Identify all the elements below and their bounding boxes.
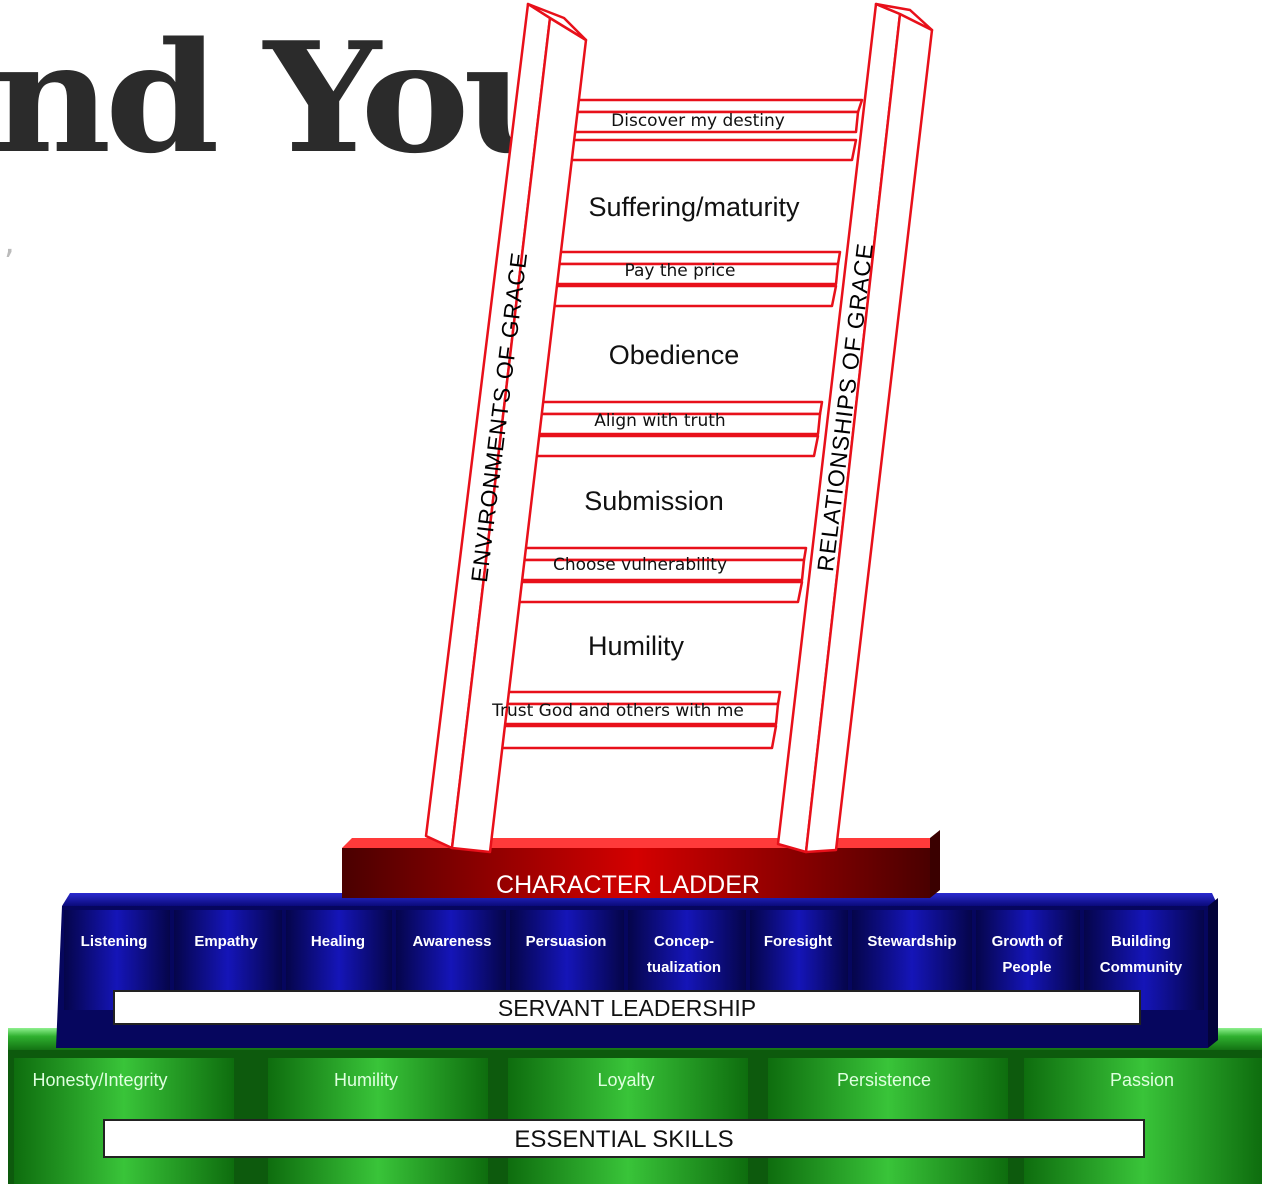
rung-discover-my-destiny: Discover my destiny (611, 111, 785, 131)
skill-honesty-integrity: Honesty/Integrity (32, 1070, 167, 1090)
stage-obedience: Obedience (609, 340, 740, 370)
servant-item-stewardship: Stewardship (867, 933, 956, 950)
stage-humility: Humility (588, 631, 685, 661)
ladder-left-rail (424, 2, 588, 854)
rung-align-with-truth: Align with truth (594, 411, 725, 431)
skill-humility: Humility (334, 1070, 398, 1090)
servant-item-persuasion: Persuasion (526, 933, 607, 950)
servant-item-awareness: Awareness (413, 933, 492, 950)
rung-trust-god-and-others: Trust God and others with me (491, 701, 744, 721)
rung-choose-vulnerability: Choose vulnerability (553, 555, 727, 575)
servant-item-building-community-line2: Community (1100, 959, 1183, 976)
skill-passion: Passion (1110, 1070, 1174, 1090)
ladder-rung-labels: Discover my destiny Pay the price Align … (491, 111, 785, 721)
servant-leadership-title: SERVANT LEADERSHIP (498, 995, 756, 1021)
skill-loyalty: Loyalty (597, 1070, 654, 1090)
essential-skills-layer: Honesty/Integrity Humility Loyalty Persi… (8, 1028, 1262, 1184)
ladder-stage-labels: Suffering/maturity Obedience Submission … (584, 192, 800, 661)
ladder-rungs (470, 98, 864, 750)
servant-item-healing: Healing (311, 933, 365, 950)
headline-punctuation: , (4, 222, 15, 262)
essential-skills-title: ESSENTIAL SKILLS (514, 1126, 733, 1153)
ladder-right-rail (776, 2, 934, 854)
character-ladder-title: CHARACTER LADDER (496, 871, 760, 899)
character-ladder-base: CHARACTER LADDER (342, 830, 940, 899)
servant-item-building-community-line1: Building (1111, 933, 1171, 950)
headline-title: nd You (0, 8, 583, 187)
servant-item-growth-of-people-line1: Growth of (992, 933, 1064, 950)
servant-item-empathy: Empathy (194, 933, 258, 950)
ladder (424, 2, 934, 854)
rung-pay-the-price: Pay the price (625, 261, 736, 281)
skill-persistence: Persistence (837, 1070, 931, 1090)
stage-submission: Submission (584, 486, 724, 516)
servant-leadership-layer: Listening Empathy Healing Awareness Pers… (56, 893, 1218, 1048)
servant-item-listening: Listening (81, 933, 148, 950)
servant-item-foresight: Foresight (764, 933, 832, 950)
servant-item-growth-of-people-line2: People (1002, 959, 1051, 976)
servant-item-conceptualization-line2: tualization (647, 959, 721, 976)
stage-suffering-maturity: Suffering/maturity (588, 192, 800, 222)
servant-item-conceptualization-line1: Concep- (654, 933, 714, 950)
